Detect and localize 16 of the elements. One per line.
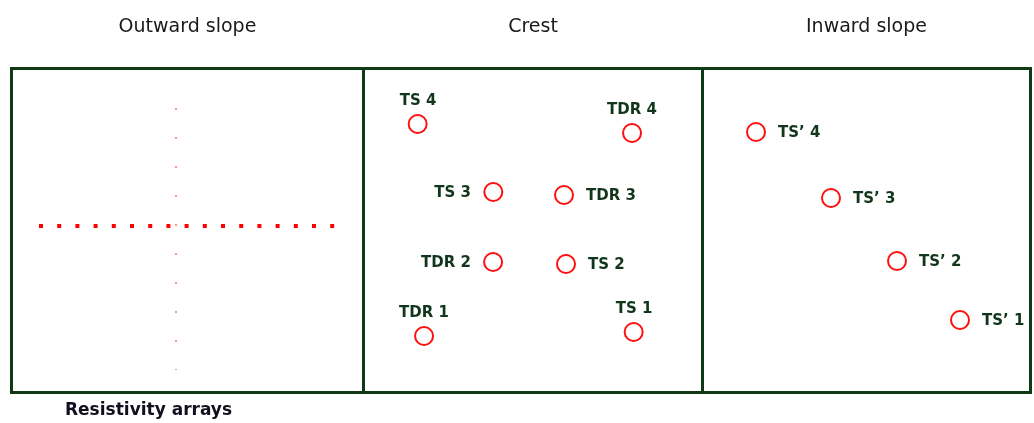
panel-heading: Outward slope [117,14,258,36]
sensor-label: TS’ 1 [982,311,1025,329]
sensor-label: TS’ 3 [853,189,896,207]
panel-heading: Inward slope [805,14,928,36]
sensor-label: TS’ 4 [778,123,821,141]
sensor-label: TS 2 [588,255,625,273]
sensor-label: TDR 3 [586,186,636,204]
sensor-label: TS 3 [434,183,471,201]
sensor-label: TDR 2 [421,253,471,271]
panel-heading: Crest [507,14,559,36]
sensor-label: TS 1 [615,300,653,317]
sensor-label: TS’ 2 [919,252,962,270]
sensor-label: TS 4 [399,92,437,109]
sensor-label: TDR 1 [399,304,449,321]
panel-caption: Resistivity arrays [65,399,233,419]
sensor-label: TDR 4 [607,101,657,118]
